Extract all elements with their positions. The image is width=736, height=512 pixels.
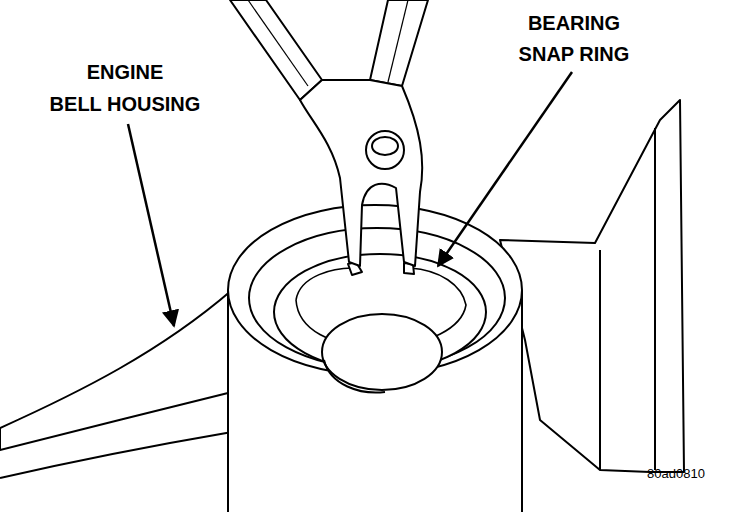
leader-arrow [438, 72, 572, 266]
pliers-head [300, 80, 422, 266]
housing-wing [0, 290, 232, 450]
part-label: ENGINE BELL HOUSING [40, 56, 210, 120]
figure-code: 80ad0810 [626, 466, 726, 482]
housing-edge [0, 432, 232, 478]
pliers-handle [248, 0, 308, 86]
housing-body [500, 100, 684, 472]
pliers-pivot [372, 137, 398, 155]
inner-bore [322, 314, 442, 390]
pliers-pivot [366, 131, 404, 169]
pliers-handle [388, 0, 408, 82]
inner-bore-wall [324, 360, 385, 393]
pliers-handle [230, 0, 322, 100]
pliers-handle [370, 0, 428, 86]
leader-arrow [128, 124, 174, 326]
housing-edge [600, 128, 655, 470]
part-label: BEARING SNAP RING [508, 8, 640, 70]
